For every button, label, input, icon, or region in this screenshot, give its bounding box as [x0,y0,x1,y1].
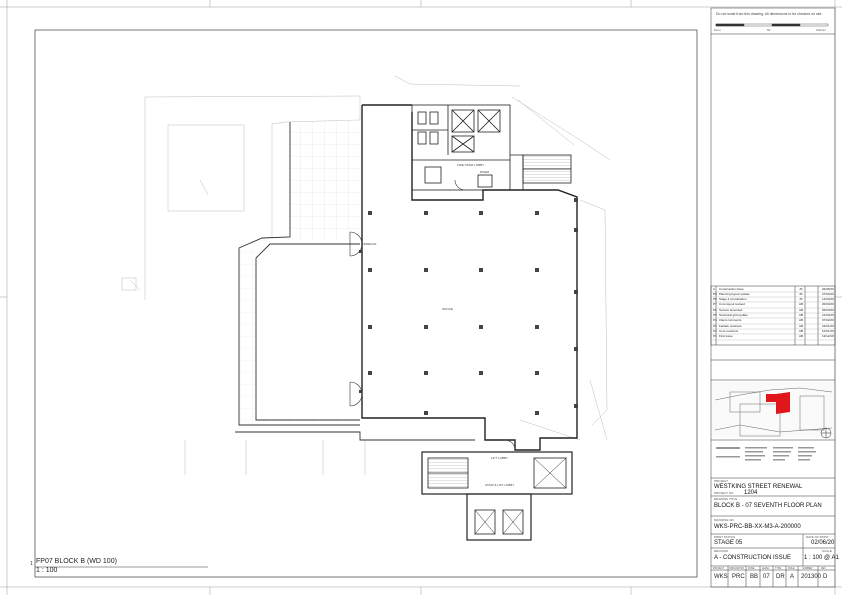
code-value: BB [750,574,759,580]
terrace-edge [235,122,475,441]
key-plan [712,382,834,439]
status-value: STAGE 05 [714,540,743,546]
code-value: A [790,574,795,580]
drawing-no-label: DRAWING NO. [714,518,735,522]
upper-core [411,104,511,191]
drawing-label-number: 1 [30,561,33,567]
scale-bar-label-mid: 50 [767,28,771,32]
room-label-core: FIRE STAIR LOBBY [457,163,485,167]
scale-bar-label-start: 0mm [714,28,721,32]
code-header: ORIGINATOR [729,566,744,570]
drawing-no: WKS-PRC-BB-XX-M3-A-200000 [714,524,801,530]
code-value: 201300 [801,574,822,580]
room-label-lower-lobby: STAIR & LIFT LOBBY [485,483,515,487]
date-value: 02/06/20 [811,540,835,546]
code-header: ZONE [748,566,755,570]
project-no: 1204 [744,490,758,496]
code-value: D [823,574,828,580]
drawing-frame [34,29,698,578]
scale-bar [715,23,829,27]
drawing-code-row: PROJECT ORIGINATOR ZONE LEVEL TYPE ROLE … [711,566,835,587]
drawing-label-title: FP07 BLOCK B (WD 100) [36,558,117,565]
revision-value: A - CONSTRUCTION ISSUE [714,555,792,561]
code-value: DR [776,574,785,580]
room-label-office: OFFICE [442,307,453,311]
project-no-label: PROJECT NO. [714,491,735,495]
scale-bar-label-end: 100mm [816,28,827,32]
code-header: ROLE [788,566,795,570]
date-label: DATE OF PRINT [806,535,829,539]
code-header: REV [821,566,826,570]
code-header: TYPE [775,566,782,570]
room-label-terrace: TERRACE [362,242,377,246]
scale-value: 1 : 100 @ A1 [804,555,839,561]
context-outlines [121,75,611,475]
room-label-riser: RISER [480,170,490,174]
code-header: LEVEL [762,566,770,570]
code-value: PRC [732,574,745,580]
code-value: 07 [763,574,770,580]
project-name: WESTKING STREET RENEWAL [714,484,803,490]
structural-columns [359,198,578,415]
drawing-title: BLOCK B - 07 SEVENTH FLOOR PLAN [714,503,822,509]
consultant-logos [716,447,816,461]
revision-row-lines [711,291,835,341]
revision-label: REVISION [714,549,729,553]
office-floorplate [361,104,578,451]
code-value: WKS [714,574,728,580]
drawing-label-scale: 1 : 100 [36,567,58,574]
sheet-note: Do not scale from this drawing. All dime… [716,12,823,16]
code-header: NUMBER [802,566,813,570]
room-label-lift-lobby: LIFT LOBBY [491,456,508,460]
scale-label: SCALE [822,549,832,553]
code-header: PROJECT [713,566,725,570]
lower-core [421,451,573,541]
doors [349,179,516,451]
project-label: PROJECT [714,479,729,483]
status-label: PRINT STATUS [714,535,736,539]
drawing-title-label: DRAWING TITLE [714,497,738,501]
title-block-frame [710,7,836,588]
